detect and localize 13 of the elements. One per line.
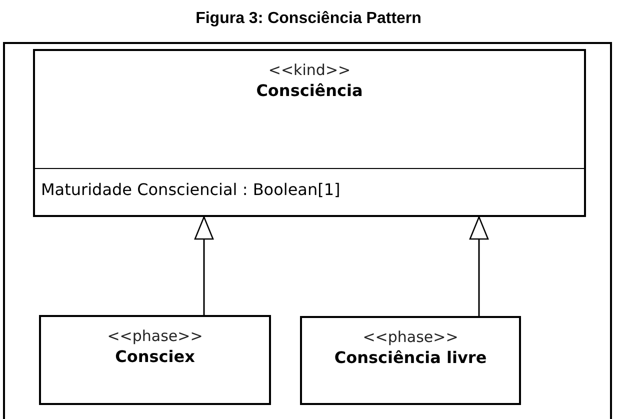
stereotype-label: <<phase>> (362, 328, 460, 346)
figure-title: Figura 3: Consciência Pattern (194, 10, 422, 28)
class-name: Consciência livre (333, 348, 488, 367)
stereotype-label: <<phase>> (106, 327, 204, 345)
generalization-arrow (469, 216, 489, 316)
generalization-arrow (194, 216, 214, 315)
class-name: Consciência (255, 81, 364, 100)
class-box (300, 316, 521, 405)
class-box (39, 315, 271, 405)
attribute-text: Maturidade Consciencial : Boolean[1] (41, 180, 340, 199)
stereotype-label: <<kind>> (267, 61, 352, 79)
class-box (33, 49, 586, 217)
class-name: Consciex (114, 347, 196, 366)
